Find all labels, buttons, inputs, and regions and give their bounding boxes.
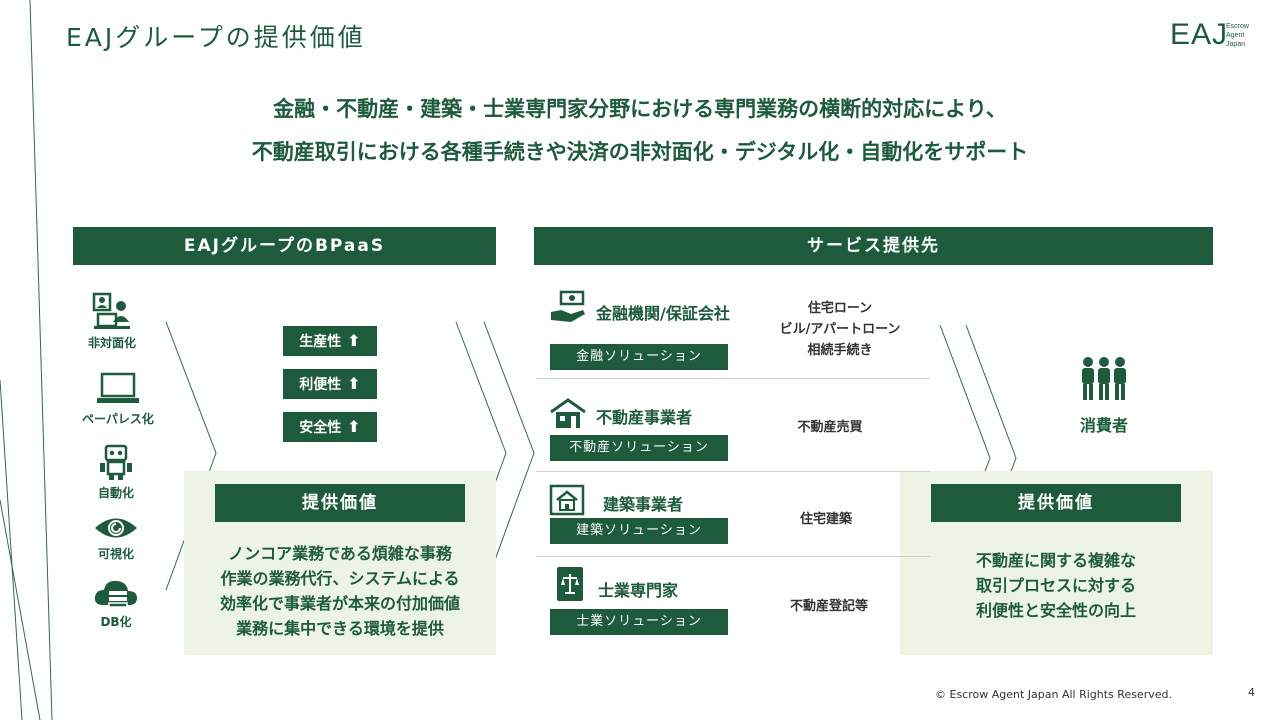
row-separator (536, 378, 930, 379)
consumer-label: 消費者 (1079, 416, 1128, 435)
robot-icon (100, 444, 132, 480)
up-arrow-icon: ⬆ (347, 331, 361, 350)
service-desc-finance: 住宅ローン ビル/アパートローン 相続手続き (750, 298, 930, 361)
kpi-convenience: 利便性 ⬆ (283, 369, 377, 399)
kpi-safety: 安全性 ⬆ (283, 412, 377, 442)
left-value-text: ノンコア業務である煩雑な事務 作業の業務代行、システムによる 効率化で事業者が本… (190, 541, 490, 641)
kpi-label: 生産性 (299, 334, 342, 350)
feature-paperless: ペーパレス化 (68, 372, 168, 427)
building-plan-icon (549, 484, 585, 516)
logo-sub-line: Japan (1226, 41, 1246, 48)
service-tag-finance: 金融ソリューション (550, 344, 728, 370)
desc-line: 相続手続き (807, 343, 873, 358)
headline-line-2: 不動産取引における各種手続きや決済の非対面化・デジタル化・自動化をサポート (251, 140, 1029, 164)
bpaas-bar: EAJグループのBPaaS (73, 227, 496, 265)
law-book-icon (557, 567, 583, 601)
cloud-database-icon (94, 580, 137, 608)
kpi-productivity: 生産性 ⬆ (283, 326, 377, 356)
logo-sub-line: Agent (1226, 32, 1245, 39)
desc-line: 住宅ローン (807, 301, 873, 316)
value-line: 不動産に関する複雑な (975, 551, 1136, 570)
headline-line-1: 金融・不動産・建築・士業専門家分野における専門業務の横断的対応により、 (273, 97, 1007, 121)
service-name-professional: 士業専門家 (598, 581, 679, 600)
service-name-construction: 建築事業者 (603, 495, 684, 514)
service-tag-construction: 建築ソリューション (550, 518, 728, 544)
feature-label: 可視化 (97, 547, 134, 561)
value-line: 業務に集中できる環境を提供 (236, 619, 444, 638)
value-line: 取引プロセスに対する (975, 576, 1136, 595)
page-number: 4 (1248, 686, 1255, 699)
value-line: ノンコア業務である煩雑な事務 (228, 544, 452, 563)
value-line: 利便性と安全性の向上 (975, 601, 1136, 620)
feature-label: DB化 (100, 615, 132, 629)
right-value-title: 提供価値 (931, 484, 1181, 522)
service-desc-professional: 不動産登記等 (739, 596, 919, 617)
feature-visualization: 可視化 (66, 515, 166, 562)
service-desc-construction: 住宅建築 (736, 509, 916, 530)
service-tag-professional: 士業ソリューション (550, 609, 728, 635)
feature-label: 自動化 (97, 486, 134, 500)
up-arrow-icon: ⬆ (347, 417, 361, 436)
feature-database: DB化 (66, 577, 166, 630)
value-line: 作業の業務代行、システムによる (220, 569, 460, 588)
kpi-label: 利便性 (299, 377, 342, 393)
laptop-icon (97, 372, 139, 403)
logo-sub: Escrow Agent Japan (1226, 22, 1249, 49)
left-value-title: 提供価値 (215, 484, 465, 522)
service-name-real-estate: 不動産事業者 (596, 408, 693, 427)
service-desc-real-estate: 不動産売買 (740, 417, 920, 438)
feature-label: ペーパレス化 (82, 412, 154, 426)
kpi-label: 安全性 (299, 420, 342, 436)
desc-line: 不動産売買 (797, 420, 863, 435)
services-bar: サービス提供先 (534, 227, 1213, 265)
feature-label: 非対面化 (87, 336, 136, 350)
logo-main: EAJ (1170, 18, 1229, 51)
house-icon (550, 398, 586, 428)
logo-sub-line: Escrow (1226, 23, 1249, 30)
eye-icon (95, 518, 137, 538)
up-arrow-icon: ⬆ (347, 374, 361, 393)
row-separator (536, 556, 930, 557)
desc-line: 不動産登記等 (789, 599, 868, 614)
copyright: © Escrow Agent Japan All Rights Reserved… (935, 688, 1172, 701)
money-hand-icon (551, 290, 585, 322)
row-separator (536, 471, 930, 472)
feature-non-face-to-face: 非対面化 (62, 292, 162, 351)
service-tag-real-estate: 不動産ソリューション (550, 435, 728, 461)
feature-automation: 自動化 (66, 444, 166, 501)
people-icon (1082, 357, 1126, 400)
value-line: 効率化で事業者が本来の付加価値 (219, 594, 460, 613)
desc-line: 住宅建築 (799, 512, 852, 527)
remote-meeting-icon (92, 292, 130, 329)
eaj-logo: EAJ Escrow Agent Japan (1170, 18, 1260, 58)
page-title: EAJグループの提供価値 (66, 23, 366, 52)
desc-line: ビル/アパートローン (779, 322, 901, 337)
service-name-finance: 金融機関/保証会社 (596, 304, 730, 323)
right-value-text: 不動産に関する複雑な 取引プロセスに対する 利便性と安全性の向上 (906, 548, 1206, 623)
